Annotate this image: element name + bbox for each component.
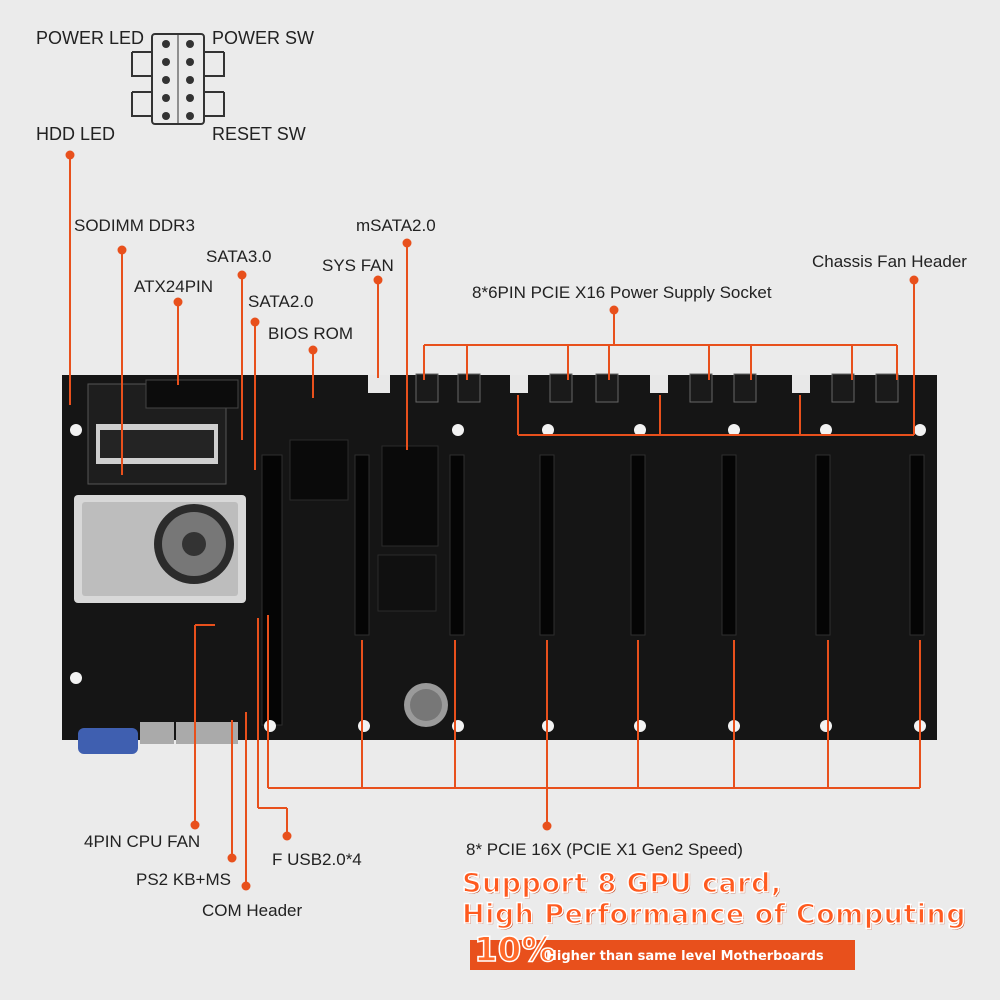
reset-sw-label: RESET SW (212, 124, 306, 144)
power-sw-label: POWER SW (212, 28, 314, 48)
cpu-fan-label: 4PIN CPU FAN (84, 832, 201, 851)
sata2-label: SATA2.0 (248, 292, 314, 311)
slogan-banner (470, 940, 855, 970)
msata-label: mSATA2.0 (356, 216, 436, 235)
hdd-led-label: HDD LED (36, 124, 116, 144)
slogan-percent: 10% (473, 929, 556, 971)
ps2-label: PS2 KB+MS (136, 870, 231, 889)
sata3-label: SATA3.0 (206, 247, 272, 266)
slogan-banner-text: Higher than same level Motherboards (546, 949, 824, 964)
slogan-line1: Support 8 GPU card, (461, 867, 782, 900)
motherboard-pcb (62, 373, 937, 754)
leader-dots (65, 150, 919, 891)
pcie-power-label: 8*6PIN PCIE X16 Power Supply Socket (472, 283, 772, 302)
atx24-label: ATX24PIN (134, 277, 214, 296)
pcie-slots-label: 8* PCIE 16X (PCIE X1 Gen2 Speed) (466, 840, 743, 859)
com-header-label: COM Header (202, 901, 303, 920)
bios-rom-label: BIOS ROM (268, 324, 354, 343)
front-panel-header-icon (131, 33, 225, 125)
power-led-label: POWER LED (36, 28, 145, 48)
sodimm-label: SODIMM DDR3 (74, 216, 195, 235)
fusb-label: F USB2.0*4 (272, 850, 362, 869)
sys-fan-label: SYS FAN (322, 256, 394, 275)
slogan-line2: High Performance of Computing (461, 898, 967, 931)
chassis-fan-label: Chassis Fan Header (812, 252, 967, 271)
leader-lines (69, 155, 921, 886)
